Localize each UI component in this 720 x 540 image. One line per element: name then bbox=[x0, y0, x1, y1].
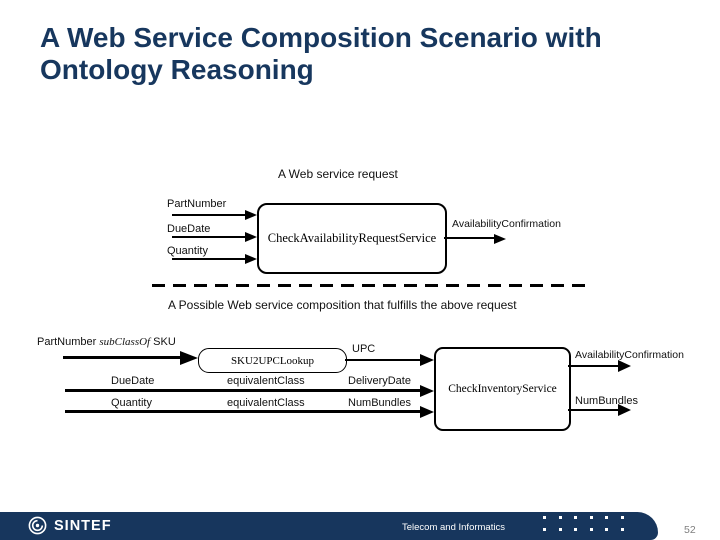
dots-pattern-icon bbox=[543, 516, 624, 531]
row3-right-label: NumBundles bbox=[348, 397, 411, 409]
row1-label: PartNumber subClassOf SKU bbox=[37, 336, 176, 348]
arrow-line bbox=[172, 258, 246, 260]
arrow-line bbox=[65, 389, 420, 392]
service-box-check-availability: CheckAvailabilityRequestService bbox=[257, 203, 447, 274]
upc-label: UPC bbox=[352, 343, 376, 355]
arrow-line bbox=[345, 359, 420, 361]
arrow-line bbox=[444, 237, 494, 239]
arrow-head bbox=[420, 406, 434, 418]
arrow-line bbox=[568, 409, 618, 411]
arrow-head bbox=[180, 351, 198, 365]
output-label-availability: AvailabilityConfirmation bbox=[452, 218, 561, 230]
arrow-line bbox=[172, 236, 246, 238]
arrow-head bbox=[420, 354, 434, 366]
row2-relation-label: equivalentClass bbox=[227, 375, 305, 387]
row1-target: SKU bbox=[153, 336, 176, 348]
arrow-head bbox=[494, 234, 506, 244]
sintef-logo-text: SINTEF bbox=[54, 518, 112, 534]
footer-bar bbox=[0, 512, 658, 540]
footer-department: Telecom and Informatics bbox=[402, 522, 505, 533]
service-box-check-inventory: CheckInventoryService bbox=[434, 347, 571, 431]
page-title: A Web Service Composition Scenario with … bbox=[40, 22, 602, 85]
arrow-head bbox=[618, 404, 631, 416]
arrow-head bbox=[245, 210, 257, 220]
arrow-line bbox=[568, 365, 618, 367]
page-number: 52 bbox=[684, 524, 696, 536]
arrow-line bbox=[63, 356, 180, 359]
service-box-sku2upc: SKU2UPCLookup bbox=[198, 348, 347, 373]
input-label-partnumber: PartNumber bbox=[167, 198, 227, 210]
row3-left-label: Quantity bbox=[111, 397, 152, 409]
divider-dashed-line bbox=[152, 284, 588, 287]
row1-part: PartNumber bbox=[37, 336, 97, 348]
sintef-logo-icon bbox=[28, 516, 47, 535]
arrow-head bbox=[245, 232, 257, 242]
output-label-availability-2: AvailabilityConfirmation bbox=[575, 349, 684, 361]
arrow-line bbox=[172, 214, 246, 216]
request-caption: A Web service request bbox=[278, 167, 398, 181]
row1-relation: subClassOf bbox=[99, 336, 151, 348]
arrow-line bbox=[65, 410, 420, 413]
row2-right-label: DeliveryDate bbox=[348, 375, 411, 387]
arrow-head bbox=[618, 360, 631, 372]
arrow-head bbox=[245, 254, 257, 264]
row3-relation-label: equivalentClass bbox=[227, 397, 305, 409]
row2-left-label: DueDate bbox=[111, 375, 155, 387]
input-label-duedate: DueDate bbox=[167, 223, 211, 235]
input-label-quantity: Quantity bbox=[167, 245, 208, 257]
composition-caption: A Possible Web service composition that … bbox=[168, 298, 517, 312]
arrow-head bbox=[420, 385, 434, 397]
